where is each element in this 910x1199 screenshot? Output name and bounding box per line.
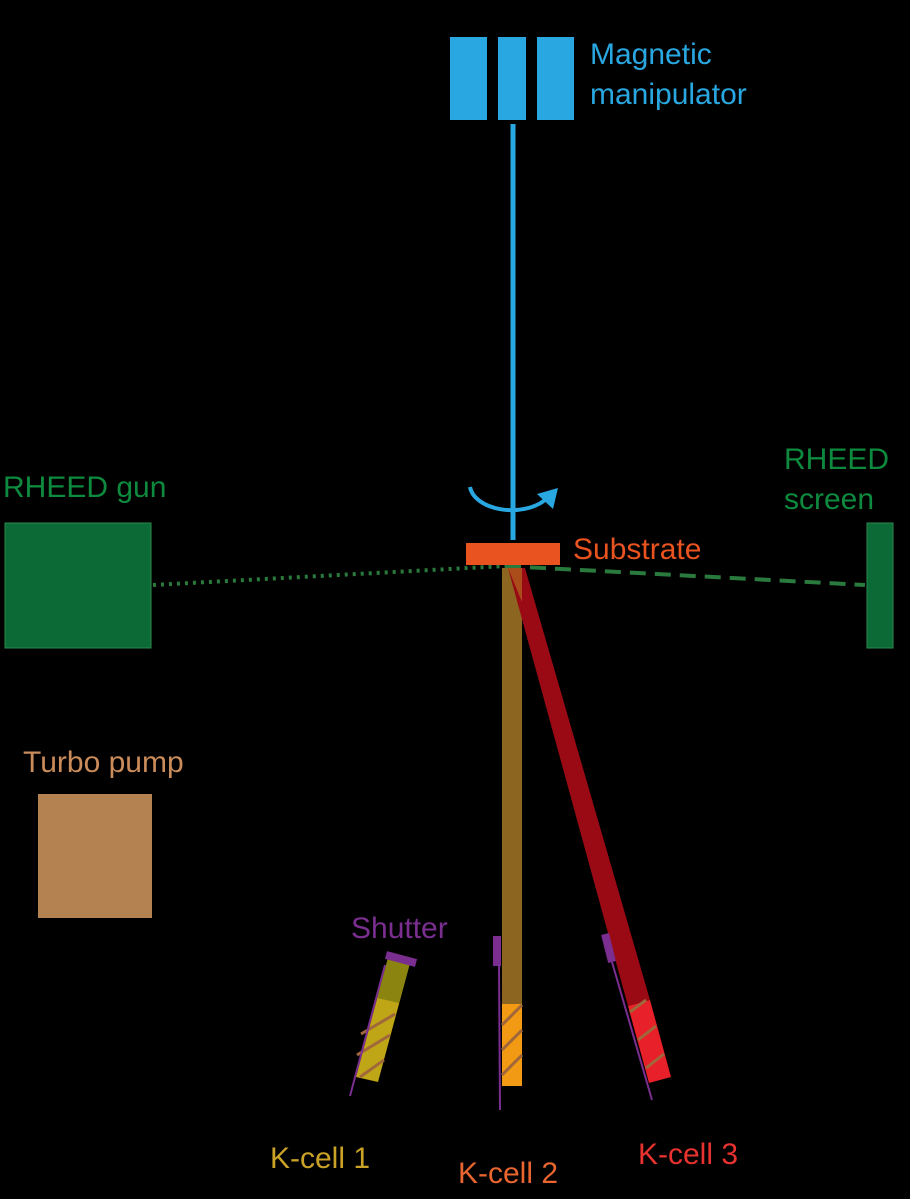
kcell2-coil-1 [500,1003,524,1027]
shutter-label: Shutter [351,912,448,945]
kcell3-shutter-arm [611,961,653,1101]
manipulator-label-line1: Magnetic [590,38,712,71]
kcell3-coil-3 [645,1052,665,1070]
kcell2 [493,936,524,1111]
rheed-screen-label-line1: RHEED [784,443,889,476]
kcell3-label: K-cell 3 [638,1138,738,1171]
kcell3 [601,933,671,1101]
turbo-pump [38,794,152,918]
manipulator-label-line2: manipulator [590,78,747,111]
kcell1-top [377,958,410,1003]
kcell1-label: K-cell 1 [270,1142,370,1175]
kcell1-shutter [384,951,418,967]
rheed-screen [866,522,894,649]
kcell2-shutter-arm [498,965,501,1111]
rheed-gun [4,522,152,649]
kcell2-label: K-cell 2 [458,1157,558,1190]
kcell2-beam [502,568,522,1004]
rheed-screen-label-line2: screen [784,483,874,516]
kcell3-coil-2 [637,1024,657,1042]
manipulator-block-left [450,37,487,120]
rotation-arrow-head [537,488,558,509]
rotation-arrow-arc [468,486,547,513]
kcell1-shutter-arm [349,964,386,1097]
rheed-incident-beam [152,564,506,587]
kcell3-shutter [601,933,616,963]
beam-overlap [508,568,522,602]
manipulator-block-middle [498,37,526,120]
kcell2-coil-3 [500,1053,524,1077]
magnetic-manipulator [450,37,574,540]
kcell1 [349,951,418,1097]
rheed-gun-label: RHEED gun [3,471,166,504]
kcell3-coil-1 [629,998,647,1014]
kcell3-body [628,1000,671,1083]
kcell3-beam [508,568,650,1006]
kcell2-shutter [493,936,501,966]
substrate [466,543,560,565]
rheed-diffracted-beam [504,564,866,587]
kcell1-coil-3 [359,1058,385,1079]
substrate-label: Substrate [573,533,701,566]
kcell2-coil-2 [500,1028,524,1052]
manipulator-block-right [537,37,574,120]
turbo-pump-label: Turbo pump [23,746,184,779]
kcell2-body [502,1004,522,1086]
